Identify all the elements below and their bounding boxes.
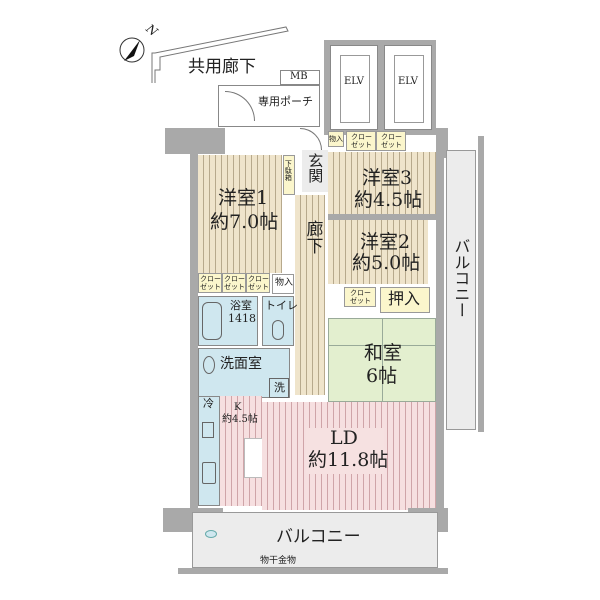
storage-hall — [272, 274, 294, 294]
western-room-3-size: 約4.5帖 — [354, 189, 423, 211]
washroom — [198, 348, 290, 398]
kitchen-size: 約4.5帖 — [222, 414, 258, 425]
shoe-cabinet — [283, 155, 295, 195]
storage-hall-label: 物入 — [275, 278, 294, 288]
drying-hardware-label: 物干金物 — [260, 556, 297, 566]
closet-2-label: クローゼット — [350, 289, 371, 306]
wall-left — [190, 150, 198, 520]
wall-r3-r2 — [328, 214, 436, 220]
drain-icon — [205, 530, 217, 538]
bathroom-size: 1418 — [228, 312, 256, 325]
washer-box — [269, 378, 289, 398]
tatami-line-1 — [382, 318, 383, 402]
closet-1a — [198, 273, 222, 293]
washer-label: 洗 — [274, 381, 285, 394]
balcony-east-label: バルコニー — [451, 238, 471, 318]
closet-3a — [346, 131, 376, 151]
kitchen-counter — [198, 396, 220, 506]
closet-1b-label: クローゼット — [224, 275, 245, 292]
wall-right — [436, 150, 444, 510]
balcony-south-label: バルコニー — [276, 527, 361, 547]
closet-3b-label: クローゼット — [381, 133, 402, 150]
balcony-east — [446, 150, 476, 430]
elevator-1-car — [340, 55, 370, 123]
oshiire-label: 押入 — [388, 289, 421, 308]
corridor-outline — [151, 26, 289, 83]
oshiire — [380, 287, 430, 313]
stove-icon — [202, 422, 214, 438]
ld-label-bg — [306, 428, 384, 474]
compass: N — [118, 21, 160, 64]
elevator-1-label: ELV — [344, 76, 364, 87]
closet-1c — [246, 273, 270, 293]
private-porch-label: 専用ポーチ — [258, 95, 313, 108]
bathroom-name: 浴室 — [230, 299, 252, 312]
north-arrow-icon — [119, 37, 145, 63]
western-room-2 — [328, 220, 428, 284]
storage-entrance — [328, 131, 344, 147]
hallway-label: 廊下 — [302, 220, 323, 254]
elevator-2 — [384, 45, 432, 130]
japanese-room-size: 6帖 — [366, 365, 398, 387]
closet-1b — [222, 273, 246, 293]
western-room-1-size: 約7.0帖 — [210, 211, 279, 233]
japanese-room-name: 和室 — [364, 342, 403, 364]
closet-2 — [344, 287, 376, 307]
ld-size: 約11.8帖 — [308, 449, 389, 471]
bathtub-icon — [202, 302, 222, 340]
kitchen-sink-icon — [202, 462, 216, 484]
kitchen-island — [244, 438, 264, 478]
common-corridor-label: 共用廊下 — [188, 57, 256, 77]
elevator-2-label: ELV — [398, 76, 418, 87]
toilet-label: トイレ — [265, 299, 298, 312]
closet-3b — [376, 131, 406, 151]
bathroom — [198, 296, 258, 346]
closet-1c-label: クローゼット — [248, 275, 269, 292]
sink-icon — [203, 356, 215, 374]
balcony-east-rail — [478, 136, 484, 432]
mb-label: MB — [290, 71, 308, 82]
entrance — [302, 150, 328, 192]
ld-name: LD — [330, 427, 358, 449]
western-room-3 — [328, 152, 436, 214]
balcony-south — [192, 512, 438, 568]
entrance-label: 玄関 — [306, 153, 325, 183]
balcony-south-rail — [178, 568, 448, 574]
mb-box — [280, 70, 320, 85]
closet-1a-label: クローゼット — [200, 275, 221, 292]
hallway — [295, 195, 325, 395]
toilet-bowl-icon — [272, 320, 284, 340]
storage-entrance-label: 物入 — [329, 135, 343, 143]
fridge-label: 冷 — [203, 397, 214, 410]
western-room-2-size: 約5.0帖 — [352, 252, 421, 274]
closet-3a-label: クローゼット — [351, 133, 372, 150]
kitchen — [220, 396, 262, 506]
kitchen-name: K — [234, 402, 242, 413]
elevator-1 — [330, 45, 378, 130]
western-room-3-name: 洋室3 — [362, 167, 413, 189]
western-room-2-name: 洋室2 — [360, 231, 411, 253]
western-room-1-name: 洋室1 — [218, 187, 269, 209]
western-room-1 — [198, 155, 282, 273]
wall-top-left-block — [165, 128, 225, 154]
elevator-2-car — [394, 55, 424, 123]
entrance-door-swing — [300, 128, 322, 150]
washroom-label: 洗面室 — [220, 356, 262, 372]
tatami-line-2 — [328, 345, 436, 346]
shoe-cabinet-label: 下駄箱 — [284, 160, 293, 181]
